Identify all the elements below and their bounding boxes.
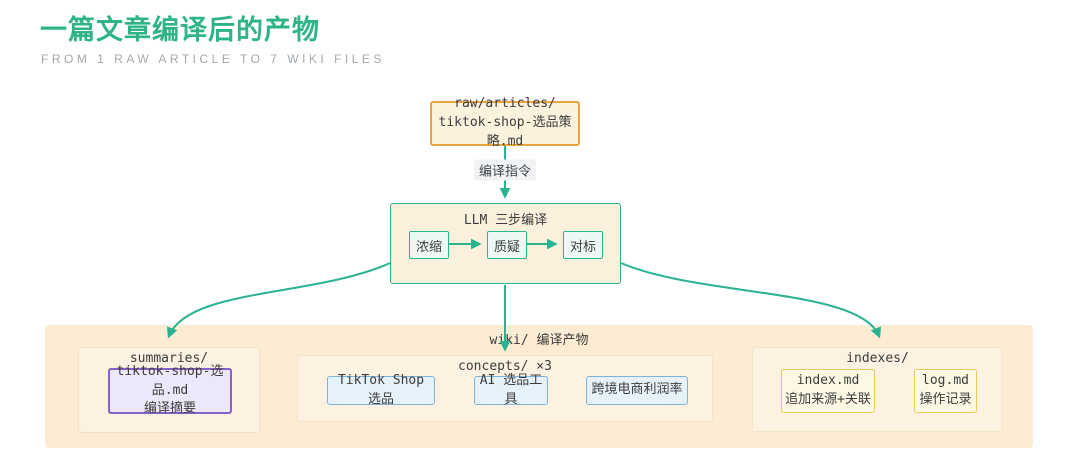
compile-command-edge-label: 编译指令 (473, 159, 537, 181)
indexes-group: indexes/ index.md 追加来源+关联 log.md 操作记录 (752, 347, 1003, 432)
source-dir-label: raw/articles/ (454, 96, 556, 112)
wiki-output-container: wiki/ 编译产物 summaries/ tiktok-shop-选品.md … (45, 325, 1033, 448)
wiki-container-label: wiki/ 编译产物 (489, 333, 589, 348)
concepts-group: concepts/ ×3 TikTok Shop 选品 AI 选品工具 跨境电商… (297, 355, 713, 422)
page-title: 一篇文章编译后的产物 (40, 15, 320, 45)
concept-node-ai-tools: AI 选品工具 (474, 373, 548, 407)
concept-node-tiktok-shop: TikTok Shop 选品 (327, 373, 435, 407)
summary-file-desc: 编译摘要 (143, 401, 196, 417)
step-benchmark: 对标 (563, 231, 603, 259)
log-file-node: log.md 操作记录 (914, 369, 977, 413)
concepts-label: concepts/ ×3 (458, 359, 552, 374)
llm-pipeline-node: LLM 三步编译 浓缩 质疑 对标 (390, 203, 621, 284)
llm-pipeline-title: LLM 三步编译 (463, 213, 548, 228)
index-file-name: index.md (796, 373, 860, 389)
page-subtitle: FROM 1 RAW ARTICLE TO 7 WIKI FILES (41, 52, 385, 66)
source-file-label: tiktok-shop-选品策略.md (438, 115, 572, 149)
log-file-name: log.md (922, 373, 969, 389)
concept-node-profit-rate: 跨境电商利润率 (586, 376, 688, 405)
summaries-group: summaries/ tiktok-shop-选品.md 编译摘要 (78, 347, 260, 433)
indexes-label: indexes/ (846, 351, 909, 366)
summary-file-node: tiktok-shop-选品.md 编译摘要 (108, 364, 232, 416)
step-question: 质疑 (487, 231, 527, 259)
log-file-desc: 操作记录 (919, 392, 972, 407)
summary-file-name: tiktok-shop-选品.md (116, 363, 224, 398)
source-article-node: raw/articles/ tiktok-shop-选品策略.md (430, 96, 580, 149)
index-file-node: index.md 追加来源+关联 (781, 369, 875, 413)
summaries-label: summaries/ (129, 351, 209, 366)
step-condense: 浓缩 (409, 231, 449, 259)
index-file-desc: 追加来源+关联 (785, 392, 871, 407)
